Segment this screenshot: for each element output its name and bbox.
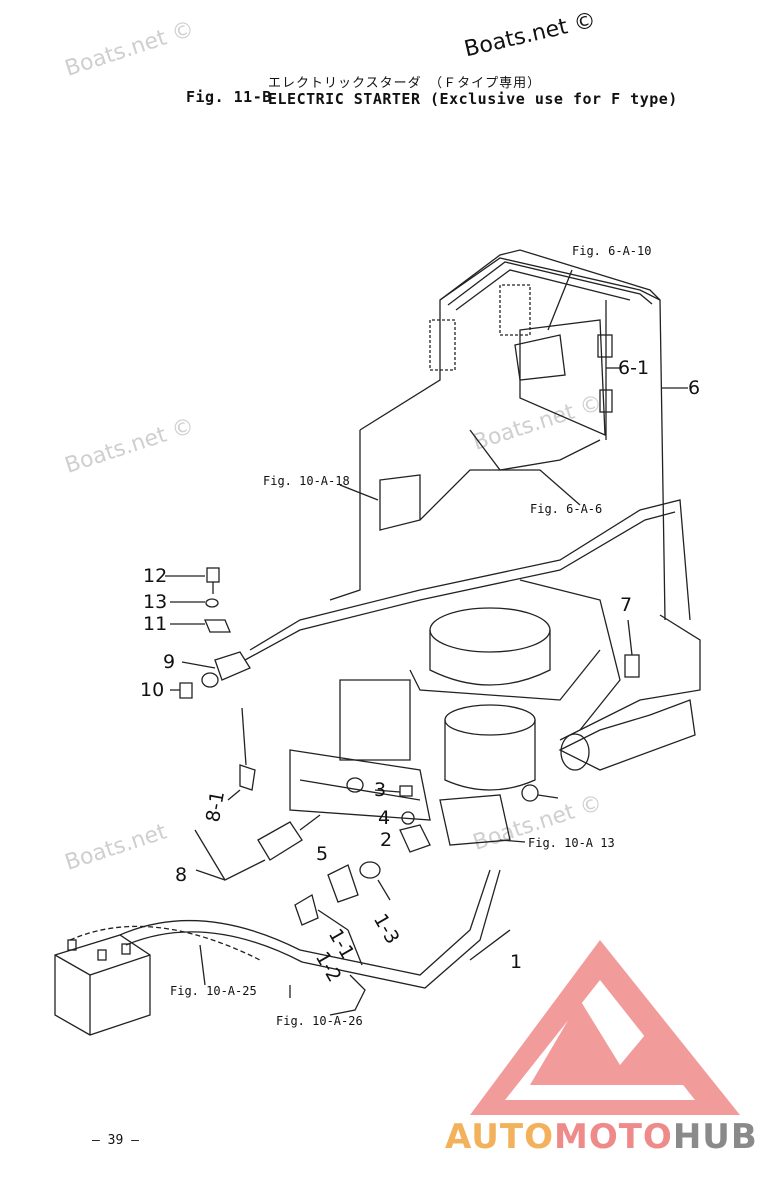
callout-12: 12 bbox=[143, 565, 168, 587]
ref-fig-10-a-26: Fig. 10-A-26 bbox=[276, 1014, 363, 1028]
ref-fig-6-a-6: Fig. 6-A-6 bbox=[530, 502, 603, 516]
logo-auto: AUTO bbox=[445, 1117, 554, 1157]
callout-6: 6 bbox=[688, 377, 701, 399]
ref-fig-10-a-13: Fig. 10-A 13 bbox=[528, 836, 615, 850]
callout-13: 13 bbox=[143, 591, 168, 613]
logo-hub: HUB bbox=[672, 1117, 758, 1157]
page-number: – 39 – bbox=[92, 1133, 139, 1148]
ref-fig-10-a-25: Fig. 10-A-25 bbox=[170, 984, 257, 998]
automotohub-logo-text: AUTOMOTOHUB bbox=[445, 1117, 758, 1157]
ref-fig-6-a-10: Fig. 6-A-10 bbox=[572, 244, 652, 258]
japanese-title: エレクトリックスターダ （Ｆタイプ専用） bbox=[268, 76, 542, 91]
ref-fig-10-a-18: Fig. 10-A-18 bbox=[263, 474, 350, 488]
logo-moto: MOTO bbox=[553, 1117, 673, 1157]
callout-6-1: 6-1 bbox=[618, 357, 650, 379]
callout-10: 10 bbox=[140, 679, 165, 701]
fig-number: Fig. 11-B bbox=[186, 88, 272, 106]
callout-3: 3 bbox=[374, 779, 387, 801]
callout-7: 7 bbox=[620, 594, 633, 616]
callout-2: 2 bbox=[380, 829, 393, 851]
automotohub-logo-mark bbox=[470, 940, 740, 1115]
callout-11: 11 bbox=[143, 613, 168, 635]
callout-4: 4 bbox=[378, 807, 391, 829]
callout-1: 1 bbox=[510, 951, 523, 973]
page-title: ELECTRIC STARTER (Exclusive use for F ty… bbox=[268, 90, 678, 108]
callout-5: 5 bbox=[316, 843, 329, 865]
callout-8: 8 bbox=[175, 864, 188, 886]
callout-9: 9 bbox=[163, 651, 176, 673]
